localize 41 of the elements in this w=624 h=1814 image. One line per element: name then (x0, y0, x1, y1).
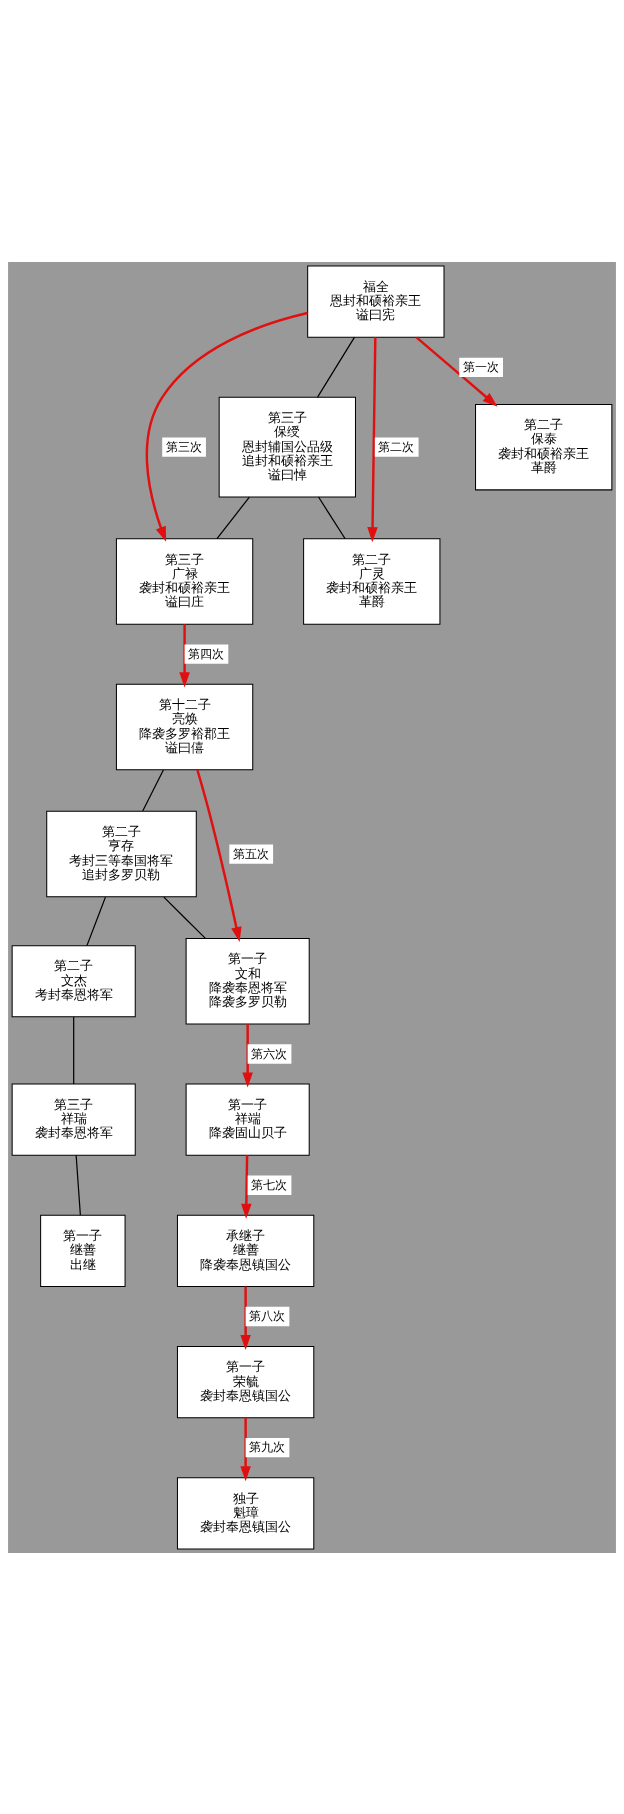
arrow (367, 336, 378, 542)
edge-label: 第六次 (251, 1046, 288, 1061)
connector (216, 495, 250, 539)
connector (73, 1015, 75, 1084)
edge-label: 第二次 (378, 439, 415, 454)
edge-label: 第四次 (188, 646, 225, 661)
edge-label: 第九次 (249, 1439, 286, 1454)
node-box: 第一子 文和 降袭奉恩将军 降袭多罗贝勒 (185, 937, 310, 1024)
node-box: 承继子 继善 降袭奉恩镇国公 (176, 1214, 315, 1287)
arrow (179, 623, 190, 687)
connector (163, 896, 206, 939)
connector (142, 768, 164, 812)
arrow (145, 311, 308, 542)
arrow (241, 1154, 252, 1219)
edge-label: 第七次 (251, 1177, 288, 1192)
edge-label: 第一次 (462, 359, 499, 374)
node-box: 福全 恩封和硕裕亲王 谥曰宪 (307, 265, 445, 338)
node-box: 第三子 保绶 恩封辅国公品级 追封和硕裕亲王 谥曰悼 (218, 396, 356, 497)
node-box: 第二子 广灵 袭封和硕裕亲王 革爵 (303, 537, 441, 625)
node-box: 第三子 祥瑞 袭封奉恩将军 (11, 1083, 136, 1156)
arrow (240, 1286, 251, 1350)
node-box: 第十二子 亮焕 降袭多罗裕郡王 谥曰僖 (115, 683, 254, 770)
node-box: 第三子 广禄 袭封和硕裕亲王 谥曰庄 (115, 537, 254, 625)
node-box: 第一子 祥端 降袭固山贝子 (185, 1083, 310, 1156)
connector (317, 495, 346, 539)
connector (86, 896, 107, 946)
node-box: 第二子 文杰 考封奉恩将军 (11, 944, 136, 1017)
edge-label: 第三次 (165, 439, 202, 454)
node-box: 第二子 保泰 袭封和硕裕亲王 革爵 (475, 403, 613, 490)
arrow (196, 768, 242, 942)
node-box: 第一子 继善 出继 (40, 1214, 126, 1287)
connector (316, 336, 356, 398)
node-box: 第一子 荣毓 袭封奉恩镇国公 (176, 1345, 315, 1418)
arrow (240, 1417, 251, 1481)
node-box: 独子 魁璋 袭封奉恩镇国公 (176, 1476, 315, 1549)
arrow (242, 1023, 253, 1087)
connector (75, 1154, 81, 1216)
arrow (415, 336, 498, 407)
edge-label: 第八次 (249, 1308, 286, 1323)
node-box: 第二子 亨存 考封三等奉国将军 追封多罗贝勒 (46, 810, 197, 897)
edge-label: 第五次 (232, 846, 269, 861)
